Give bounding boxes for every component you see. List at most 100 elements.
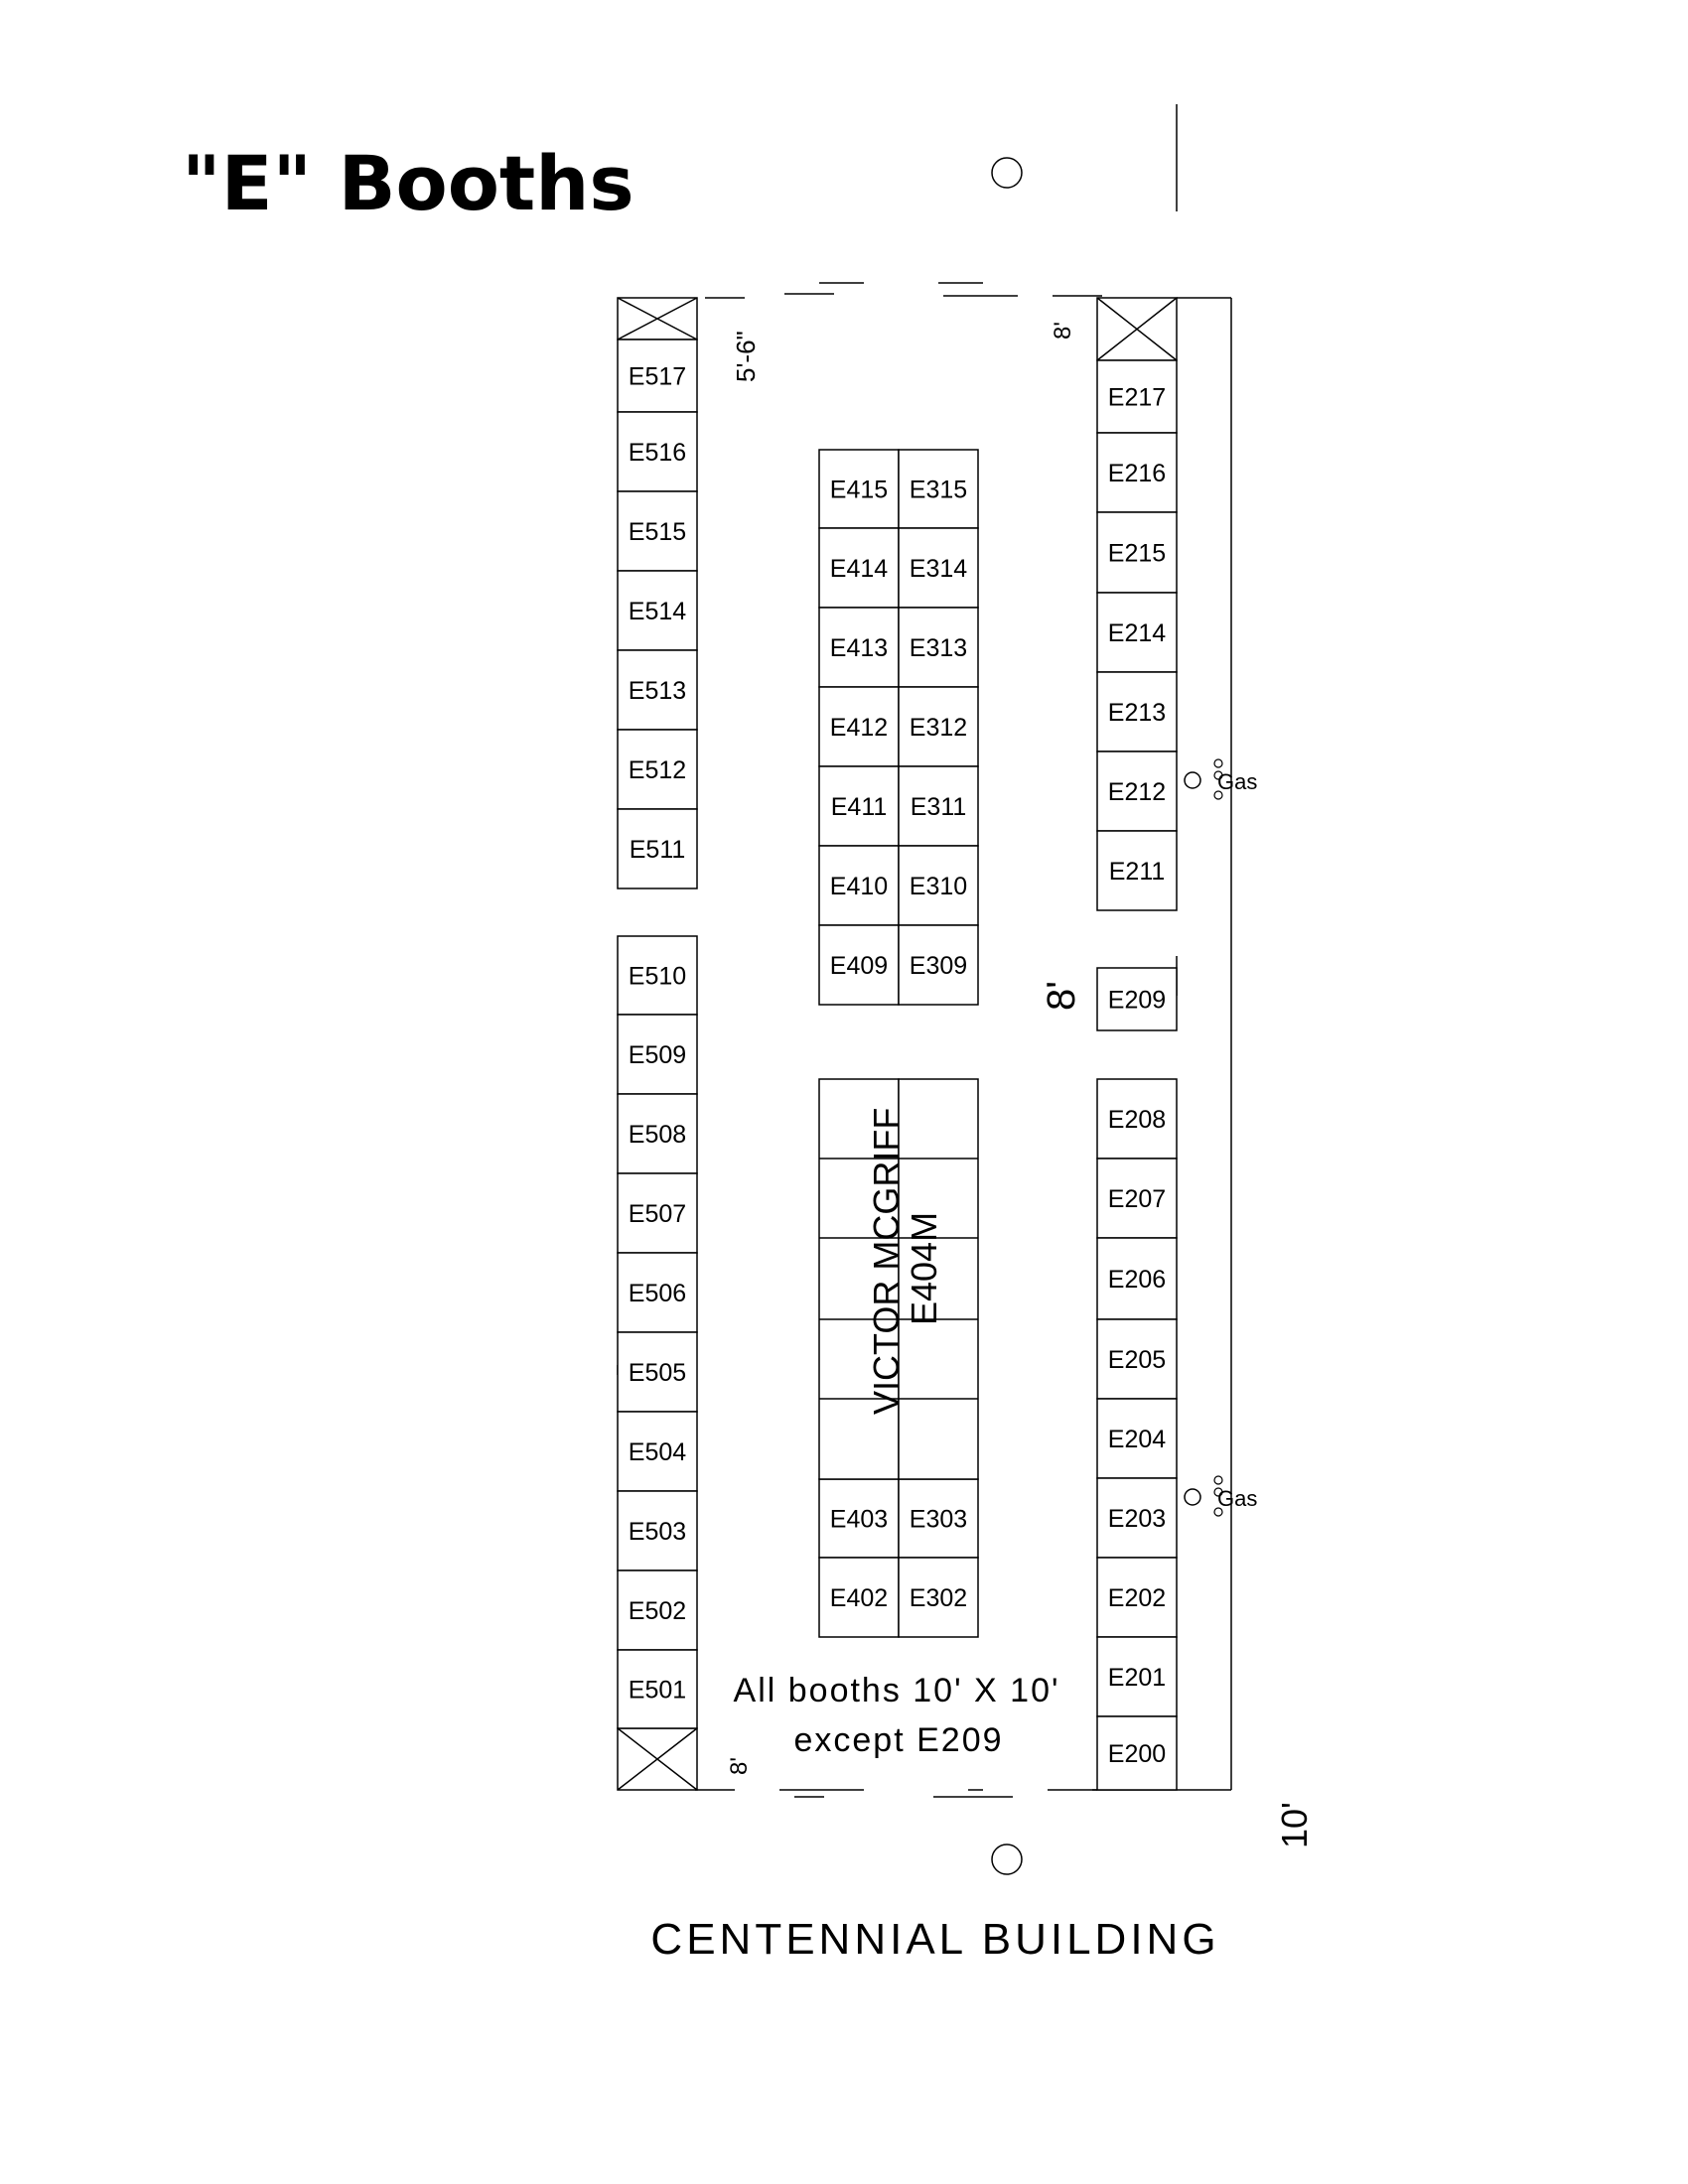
booth-label: E205	[1108, 1346, 1166, 1374]
booth-e208: E208	[1096, 1078, 1178, 1160]
booth-e314: E314	[898, 527, 979, 609]
booth-e414: E414	[818, 527, 900, 609]
booth-label: E315	[910, 477, 967, 504]
booth-e202: E202	[1096, 1557, 1178, 1638]
booth-label: E411	[831, 793, 888, 821]
booth-e214: E214	[1096, 592, 1178, 673]
pillar-top	[991, 157, 1023, 189]
booth-e512: E512	[617, 729, 698, 810]
booth-e508: E508	[617, 1093, 698, 1174]
pillar-bottom	[991, 1843, 1023, 1875]
booth-label: E510	[629, 963, 686, 991]
booth-label: E215	[1108, 540, 1166, 568]
booth-label: E213	[1108, 699, 1166, 727]
booth-e403: E403	[818, 1478, 900, 1559]
booth-label: E415	[830, 477, 888, 504]
booth-size-note: All booths 10' X 10'	[734, 1672, 1060, 1709]
booth-label: E403	[830, 1506, 888, 1534]
booth-e213: E213	[1096, 671, 1178, 752]
booth-e517: E517	[617, 339, 698, 413]
booth-label: E412	[830, 714, 888, 742]
booth-label: E513	[629, 677, 686, 705]
special-booth-area: VICTOR MCGRIFF E404M	[818, 1078, 979, 1480]
gas-label-lower: Gas	[1217, 1486, 1257, 1511]
building-label: CENTENNIAL BUILDING	[650, 1915, 1219, 1964]
booth-e211: E211	[1096, 830, 1178, 911]
booth-label: E214	[1108, 619, 1166, 647]
booth-e504: E504	[617, 1411, 698, 1492]
booth-label: E309	[910, 952, 967, 980]
booth-e509: E509	[617, 1014, 698, 1095]
booth-label: E312	[910, 714, 967, 742]
booth-label: E413	[830, 634, 888, 662]
booth-label: E202	[1108, 1584, 1166, 1612]
booth-label: E311	[911, 793, 967, 821]
booth-label: E509	[629, 1041, 686, 1069]
booth-label: E501	[629, 1677, 686, 1705]
booth-e200: E200	[1096, 1715, 1178, 1791]
booth-label: E302	[910, 1584, 967, 1612]
booth-e515: E515	[617, 490, 698, 572]
booth-label: E508	[629, 1121, 686, 1149]
booth-label: E314	[910, 555, 967, 583]
booth-e513: E513	[617, 649, 698, 731]
booth-e411: E411	[818, 765, 900, 847]
exhibitor-name: VICTOR MCGRIFF	[866, 1108, 907, 1415]
booth-label: E217	[1108, 384, 1166, 412]
booth-e501: E501	[617, 1649, 698, 1729]
blocked-corner-top-right	[1096, 297, 1178, 361]
booth-e506: E506	[617, 1252, 698, 1333]
booth-size-exception: except E209	[793, 1721, 1003, 1759]
booth-e516: E516	[617, 411, 698, 492]
booth-e510: E510	[617, 935, 698, 1016]
booth-e315: E315	[898, 449, 979, 529]
booth-e215: E215	[1096, 511, 1178, 594]
booth-e505: E505	[617, 1331, 698, 1413]
booth-e201: E201	[1096, 1636, 1178, 1717]
booth-e309: E309	[898, 924, 979, 1006]
booth-label: E516	[629, 439, 686, 467]
booth-grid: E517E516E515E514E513E512E511E510E509E508…	[617, 339, 1178, 1791]
dimension-top-right-aisle: 8'	[1050, 322, 1076, 340]
booth-label: E303	[910, 1506, 967, 1534]
booth-e311: E311	[898, 765, 979, 847]
booth-e511: E511	[617, 808, 698, 889]
booth-label: E203	[1108, 1505, 1166, 1533]
booth-e203: E203	[1096, 1477, 1178, 1559]
booth-label: E502	[629, 1597, 686, 1625]
booth-label: E507	[629, 1200, 686, 1228]
booth-label: E512	[629, 756, 686, 784]
booth-label: E204	[1108, 1426, 1166, 1453]
booth-e206: E206	[1096, 1237, 1178, 1320]
booth-e303: E303	[898, 1478, 979, 1559]
blocked-corner-top-left	[617, 297, 698, 341]
booth-label: E410	[830, 873, 888, 900]
booth-e410: E410	[818, 845, 900, 926]
booth-e402: E402	[818, 1557, 900, 1638]
booth-label: E504	[629, 1438, 686, 1466]
booth-label: E209	[1108, 987, 1166, 1015]
booth-label: E206	[1108, 1266, 1166, 1294]
booth-e207: E207	[1096, 1158, 1178, 1239]
dimension-right-edge: 10'	[1274, 1802, 1315, 1848]
booth-label: E211	[1109, 858, 1166, 886]
page-title: "E" Booths	[182, 139, 634, 227]
booth-label: E207	[1108, 1185, 1166, 1213]
booth-e503: E503	[617, 1490, 698, 1571]
booth-e514: E514	[617, 570, 698, 651]
booth-e312: E312	[898, 686, 979, 767]
booth-e310: E310	[898, 845, 979, 926]
booth-label: E200	[1108, 1740, 1166, 1768]
blocked-corner-bottom-left	[617, 1727, 698, 1791]
booth-label: E517	[629, 363, 686, 391]
booth-e217: E217	[1096, 359, 1178, 434]
booth-e205: E205	[1096, 1318, 1178, 1400]
special-booth-id: E404M	[904, 1212, 944, 1325]
booth-e209: E209	[1096, 967, 1178, 1031]
booth-e415: E415	[818, 449, 900, 529]
dimension-top-left-aisle: 5'-6"	[731, 331, 761, 382]
booth-label: E310	[910, 873, 967, 900]
booth-e204: E204	[1096, 1398, 1178, 1479]
booth-label: E514	[629, 598, 686, 625]
booth-e216: E216	[1096, 432, 1178, 513]
